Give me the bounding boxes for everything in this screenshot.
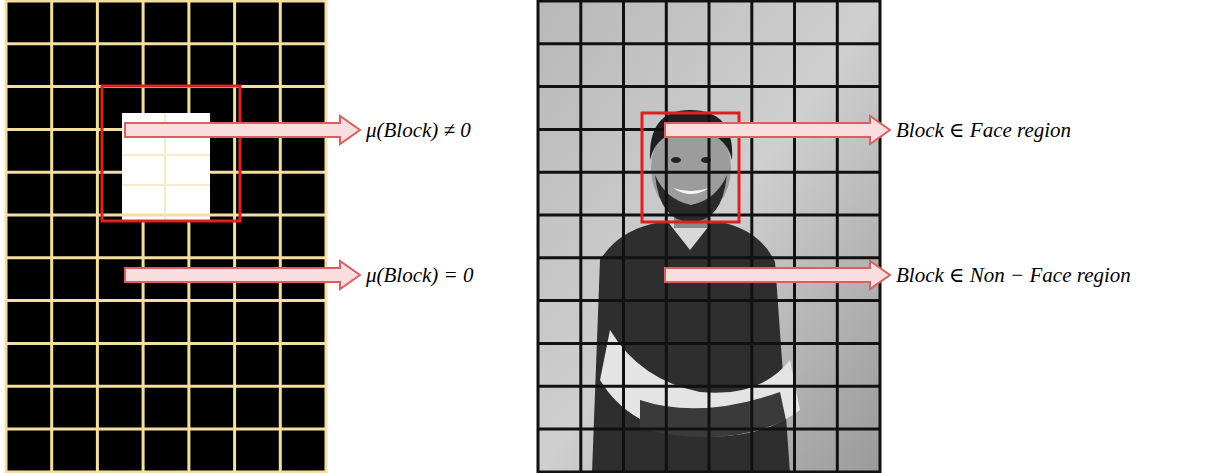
math-label: μ(Block) = 0	[366, 263, 474, 287]
math-label: Block ∈ Face region	[896, 118, 1071, 142]
block-arrows	[125, 116, 890, 289]
math-label: Block ∈ Non − Face region	[896, 263, 1131, 287]
mask-grid	[6, 1, 326, 472]
photo-grid	[538, 1, 880, 473]
math-label: μ(Block) ≠ 0	[366, 118, 471, 142]
